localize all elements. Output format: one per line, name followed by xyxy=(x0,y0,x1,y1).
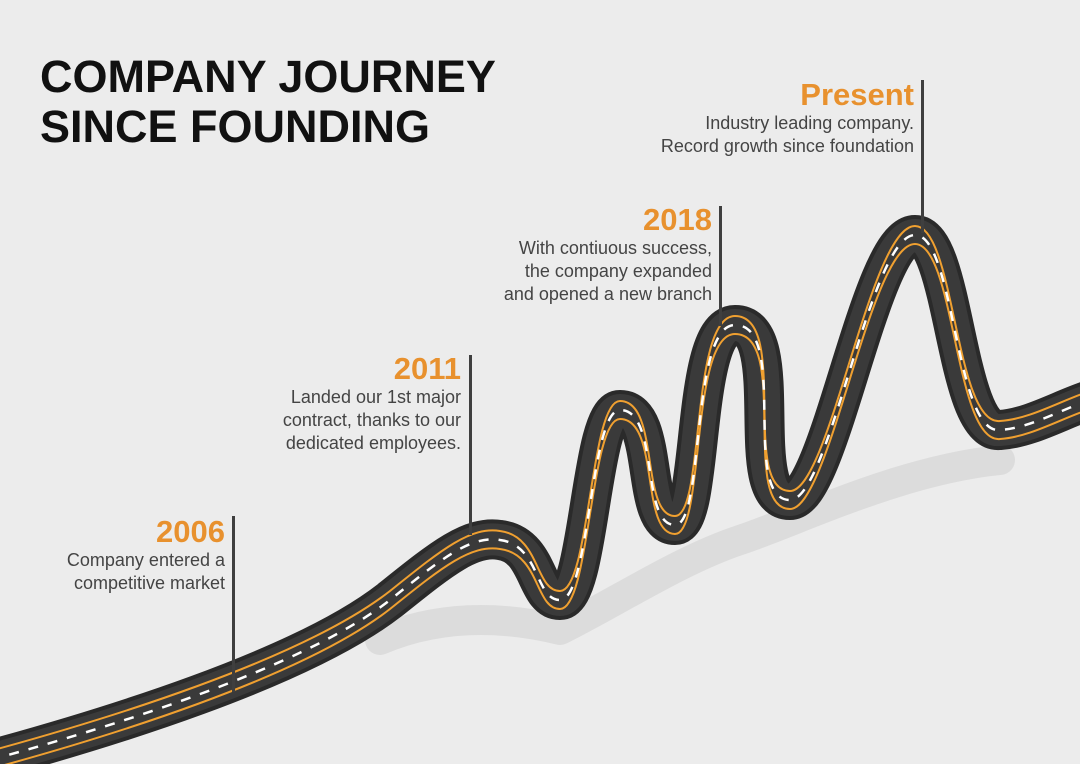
milestone-year: 2006 xyxy=(156,514,225,549)
lane-line-right xyxy=(4,243,1080,764)
milestone-year: 2011 xyxy=(393,351,461,386)
milestone-2011: 2011 Landed our 1st major contract, than… xyxy=(283,352,461,455)
milestone-pole-2011 xyxy=(469,355,472,535)
milestone-description-line: competitive market xyxy=(73,573,225,593)
milestone-description: Landed our 1st major contract, thanks to… xyxy=(283,386,461,455)
milestone-pole-present xyxy=(921,80,924,233)
milestone-description-line: With contiuous success, xyxy=(518,238,712,258)
road-center-dashes xyxy=(0,233,1080,759)
title-line-1: COMPANY JOURNEY xyxy=(40,51,496,102)
road xyxy=(0,215,1080,764)
title-line-2: SINCE FOUNDING xyxy=(40,101,431,152)
milestone-pole-2006 xyxy=(232,516,235,692)
road-shadow xyxy=(365,445,1015,655)
milestone-description-line: dedicated employees. xyxy=(285,433,461,453)
milestone-description-line: Record growth since foundation xyxy=(660,136,914,156)
page-title: COMPANY JOURNEY SINCE FOUNDING xyxy=(40,52,496,152)
milestone-year: Present xyxy=(800,77,914,112)
milestone-description-line: Company entered a xyxy=(66,550,225,570)
milestone-year: 2018 xyxy=(643,202,712,237)
milestone-description: Industry leading company. Record growth … xyxy=(661,112,914,158)
milestone-pole-2018 xyxy=(719,206,722,326)
milestone-description-line: and opened a new branch xyxy=(503,284,712,304)
milestone-2006: 2006 Company entered a competitive marke… xyxy=(67,515,225,595)
milestone-description-line: the company expanded xyxy=(524,261,712,281)
milestone-2018: 2018 With contiuous success, the company… xyxy=(504,203,712,306)
milestone-description-line: Industry leading company. xyxy=(705,113,914,133)
milestone-description-line: Landed our 1st major xyxy=(290,387,461,407)
milestone-description: Company entered a competitive market xyxy=(67,549,225,595)
milestone-description-line: contract, thanks to our xyxy=(282,410,461,430)
milestone-present: Present Industry leading company. Record… xyxy=(661,78,914,158)
milestone-description: With contiuous success, the company expa… xyxy=(504,237,712,306)
